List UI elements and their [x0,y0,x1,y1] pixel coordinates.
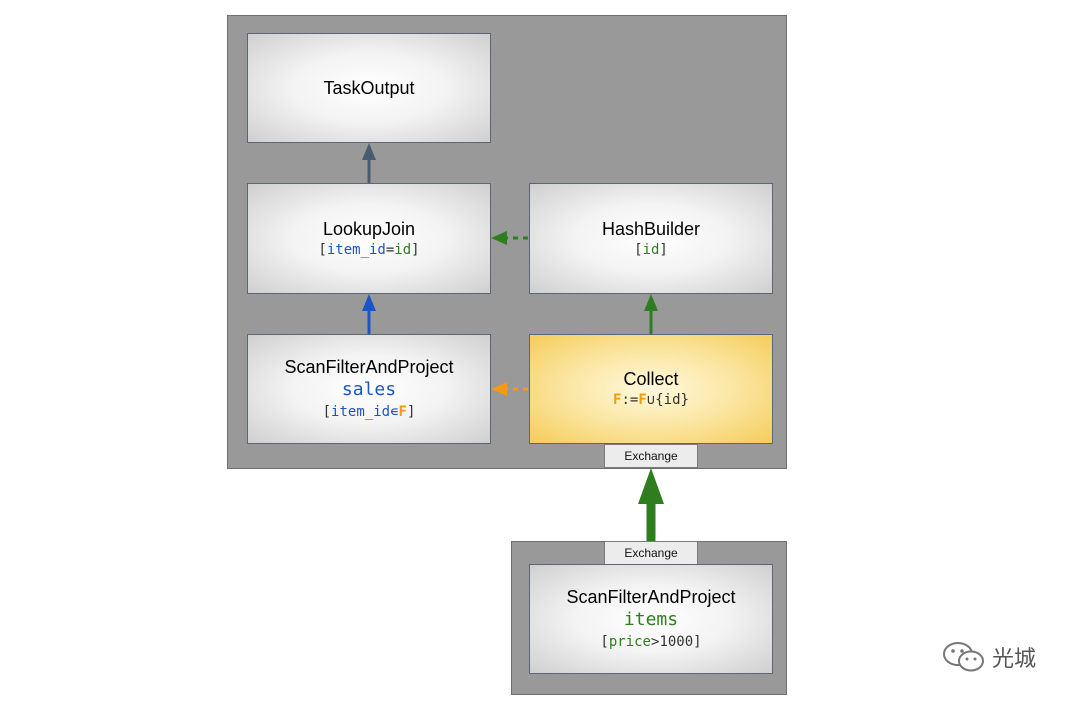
expr-union: ∪ [646,392,656,408]
predicate-operator: = [385,241,395,258]
predicate-bracket-open: [ [322,404,332,420]
lookup-join-node: LookupJoin [item_id=id] [247,183,491,294]
scan-sales-table: sales [341,379,397,400]
predicate-filter-set: F [398,404,407,420]
collect-title: Collect [623,369,679,389]
expr-filter-set: F [613,392,622,408]
expr-filter-set-2: F [638,392,647,408]
predicate-operator: > [651,634,660,650]
hash-builder-predicate: [id] [634,240,668,260]
lookup-join-predicate: [item_id=id] [318,240,419,260]
expr-id-set: {id} [655,392,689,408]
scan-items-node: ScanFilterAndProject items [price>1000] [529,564,773,674]
arrow-lookupjoin-to-taskoutput [362,143,376,183]
predicate-bracket-close: ] [406,404,416,420]
predicate-left: item_id [326,241,386,258]
predicate-bracket-open: [ [600,634,609,650]
scan-items-table: items [623,609,679,630]
predicate-value: 1000 [659,634,694,650]
wechat-icon [943,642,984,672]
arrow-collect-to-hashbuilder [644,294,658,334]
predicate-operator: ∊ [390,404,399,420]
predicate-right: id [394,241,412,258]
scan-items-title: ScanFilterAndProject [566,587,736,607]
scan-sales-title: ScanFilterAndProject [284,357,454,377]
watermark-text: 光城 [992,647,1037,672]
arrow-hashbuilder-to-lookupjoin [491,231,528,245]
arrow-exchange-to-exchange [638,468,664,541]
predicate-bracket-close: ] [693,634,702,650]
scan-sales-node: ScanFilterAndProject sales [item_id∊F] [247,334,491,444]
collect-node: Collect F:=F∪{id} [529,334,773,444]
scan-sales-predicate: [item_id∊F] [323,402,416,422]
arrow-scansales-to-lookupjoin [362,294,376,334]
exchange-lower: Exchange [604,541,698,565]
predicate-bracket-open: [ [634,241,643,258]
task-output-title: TaskOutput [323,78,415,98]
predicate-bracket-close: ] [659,241,668,258]
collect-expression: F:=F∪{id} [613,390,689,410]
predicate-bracket-close: ] [411,241,420,258]
hash-builder-title: HashBuilder [601,218,701,239]
scan-items-predicate: [price>1000] [600,632,701,652]
arrow-collect-to-scansales [491,382,528,396]
expr-assign: := [621,392,639,408]
predicate-key: id [642,241,660,258]
exchange-upper: Exchange [604,444,698,468]
lookup-join-title: LookupJoin [322,218,416,239]
hash-builder-node: HashBuilder [id] [529,183,773,294]
predicate-column: item_id [331,404,391,420]
predicate-bracket-open: [ [318,241,327,258]
task-output-node: TaskOutput [247,33,491,143]
predicate-column: price [608,634,651,650]
watermark: 光城 [942,640,1036,674]
